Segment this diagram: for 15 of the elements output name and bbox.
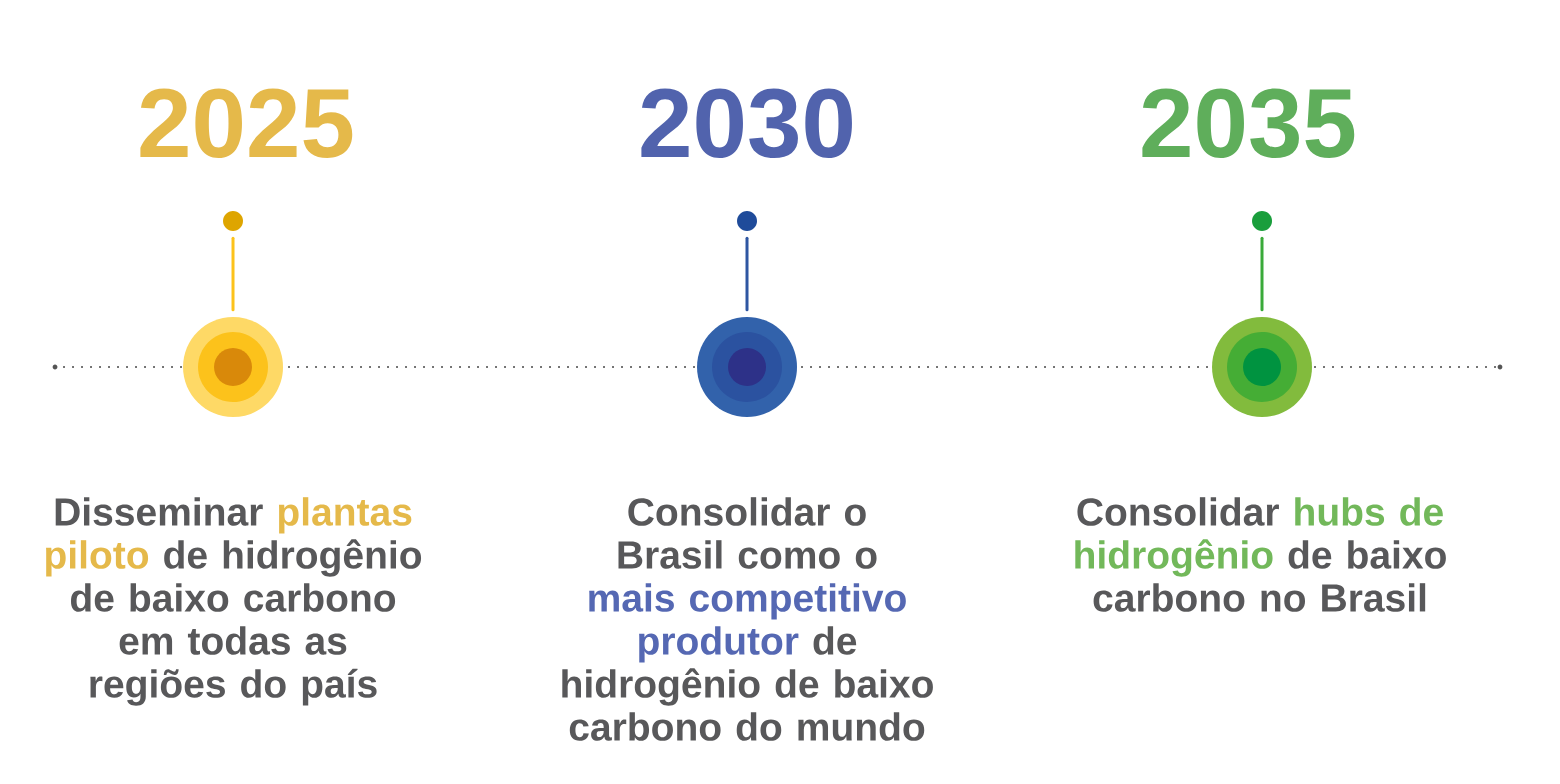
- milestone-description: Consolidar hubs de hidrogênio de baixo carbono no Brasil: [1075, 497, 1446, 612]
- year-label: 2030: [641, 88, 852, 159]
- target-marker: [1212, 317, 1312, 417]
- year-label: 2035: [1142, 88, 1355, 159]
- marker-dot: [223, 211, 243, 231]
- year-label: 2025: [140, 88, 353, 158]
- milestone-description: Consolidar o Brasil como o mais competitivo produtor de hidrogênio de baixo carbono do mundo: [562, 497, 933, 741]
- marker-dot: [1252, 211, 1272, 231]
- connector-line: [1260, 236, 1264, 312]
- connector-line: [231, 236, 235, 312]
- target-marker: [697, 317, 797, 417]
- connector-line: [745, 236, 749, 312]
- target-marker: [183, 317, 283, 417]
- milestone-description: Disseminar plantas piloto de hidrogênio de baixo carbono em todas as regiões do país: [46, 497, 422, 706]
- marker-dot: [737, 211, 757, 231]
